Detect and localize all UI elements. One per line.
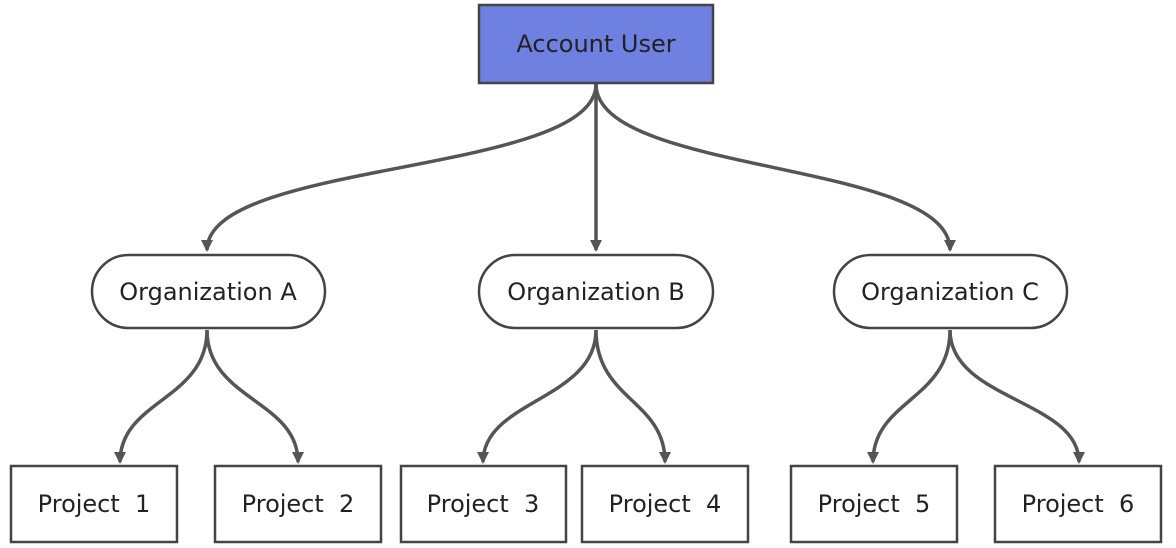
node-project-4-label: Project 4 (609, 490, 722, 518)
node-organization-a: Organization A (90, 253, 327, 330)
node-organization-b-label: Organization B (507, 278, 685, 306)
edges-orgs (114, 329, 1085, 464)
node-organization-c: Organization C (832, 253, 1069, 330)
edge-org-a-project-1 (114, 329, 209, 464)
node-project-5-label: Project 5 (818, 490, 931, 518)
node-account-user-label: Account User (516, 30, 675, 58)
node-organization-c-label: Organization C (861, 278, 1039, 306)
edges-root (201, 83, 956, 252)
node-project-2-label: Project 2 (242, 490, 355, 518)
node-account-user: Account User (477, 3, 715, 85)
node-organization-b: Organization B (477, 253, 715, 330)
node-project-6-label: Project 6 (1022, 490, 1135, 518)
edge-org-b-project-4 (594, 329, 671, 464)
edge-org-a-project-2 (205, 329, 304, 464)
node-organization-a-label: Organization A (119, 278, 297, 306)
edge-root-org-a (201, 83, 598, 252)
edge-org-c-project-6 (948, 329, 1085, 464)
edge-org-c-project-5 (867, 329, 952, 464)
node-project-3: Project 3 (399, 464, 568, 544)
edge-org-b-project-3 (477, 329, 598, 464)
node-project-3-label: Project 3 (427, 490, 540, 518)
node-project-6: Project 6 (993, 464, 1163, 544)
node-project-1: Project 1 (9, 464, 179, 544)
node-project-2: Project 2 (213, 464, 383, 544)
node-project-4: Project 4 (580, 464, 750, 544)
edge-root-org-c (594, 83, 956, 252)
node-project-1-label: Project 1 (38, 490, 151, 518)
node-project-5: Project 5 (789, 464, 959, 544)
